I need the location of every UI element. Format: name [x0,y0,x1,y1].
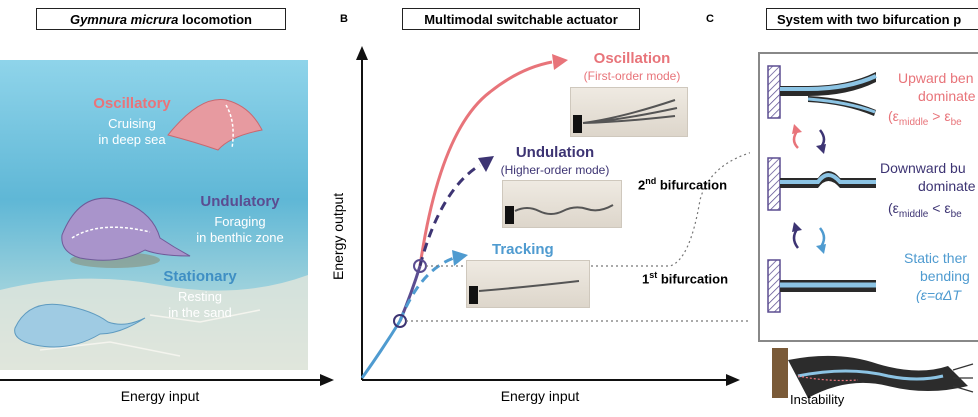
state-static-line2: bending [920,268,970,284]
mode-oscillatory-name: Oscillatory [93,95,171,112]
state-downward-eps: (ε [888,200,899,216]
instability-label: Instability [790,392,845,407]
oscillatory-ray [167,98,263,151]
panel-b-letter: B [340,13,348,25]
undulation-photo [502,180,622,228]
state-downward-rest: < ε [928,200,951,216]
bif2-num: 2 [638,177,646,193]
panel-a-title-species: Gymnura micrura [69,11,179,27]
state-downward-line3: (εmiddle < εbe [888,200,962,220]
stationary-ray [14,303,146,348]
state-downward-sub2: be [950,208,962,220]
tracking-label: Tracking [492,241,554,258]
bif1-num: 1 [642,271,650,287]
oscillation-sub: (First-order mode) [583,69,681,83]
oscillation-photo [570,87,688,137]
undulatory-ray [61,197,191,261]
mode-stationary-line1: Resting [177,289,223,304]
panel-c-letter: C [706,13,714,25]
instability-surface [772,348,974,398]
panel-a-title-rest: locomotion [178,11,253,27]
undulation-sub: (Higher-order mode) [500,163,610,177]
photo-clamp-3 [469,286,478,304]
second-bifurcation-label: 2nd bifurcation [638,176,727,192]
panel-a-title: Gymnura micrura locomotion [36,8,286,30]
oscillation-curve [418,60,553,267]
state-static-line3: (ε=αΔT [916,287,961,303]
mode-undulatory-line1: Foraging [214,214,266,229]
mode-undulatory-name: Undulatory [200,193,280,210]
panel-a-axis [0,374,334,386]
oscillation-label: Oscillation [593,50,671,67]
panel-a-xlabel: Energy input [120,388,200,404]
photo-clamp [573,115,582,133]
mode-stationary-line2: in the sand [168,305,232,320]
state-downward-line2: dominate [918,178,976,194]
panel-c-title: System with two bifurcation p [766,8,978,30]
base-curve [360,320,402,379]
state-upward-eps: (ε [888,108,899,124]
panel-b-plot [356,46,750,386]
state-upward-line3: (εmiddle > εbe [888,108,962,128]
oscillation-actuator-shape [582,99,678,124]
undulation-label: Undulation [515,144,595,161]
panel-c-diagrams [767,65,877,313]
undulation-actuator-shape [514,204,614,215]
state-upward-sub: middle [898,116,929,128]
bif1-text: bifurcation [657,271,729,287]
state-static-line1: Static ther [904,250,968,266]
mode-oscillatory-line1: Cruising [108,116,156,131]
panel-b-title: Multimodal switchable actuator [402,8,640,30]
mode-oscillatory-line2: in deep sea [98,132,166,147]
state-upward-line1: Upward ben [898,70,974,86]
state-upward-rest: > ε [928,108,951,124]
bif1-sup: st [649,270,658,280]
bif2-text: bifurcation [656,177,728,193]
state-upward-line2: dominate [918,88,976,104]
state-downward-sub: middle [898,208,929,220]
panel-a-scene [0,60,308,370]
undulation-curve [418,163,481,267]
panel-b-xlabel: Energy input [500,388,580,404]
panel-b-ylabel: Energy output [330,193,350,280]
state-upward-sub2: be [950,116,962,128]
mode-stationary-name: Stationary [163,268,237,285]
tracking-curve [398,256,455,322]
photo-clamp-2 [505,206,514,224]
panel-b-ylabel-text: Energy output [330,192,346,280]
first-bifurcation-label: 1st bifurcation [642,270,728,286]
tracking-photo [466,260,590,308]
mode-undulatory-line2: in benthic zone [196,230,284,245]
tracking-actuator-shape [478,280,580,292]
panel-c-box [758,52,978,342]
bif2-sup: nd [645,176,657,186]
state-downward-line1: Downward bu [880,160,966,176]
